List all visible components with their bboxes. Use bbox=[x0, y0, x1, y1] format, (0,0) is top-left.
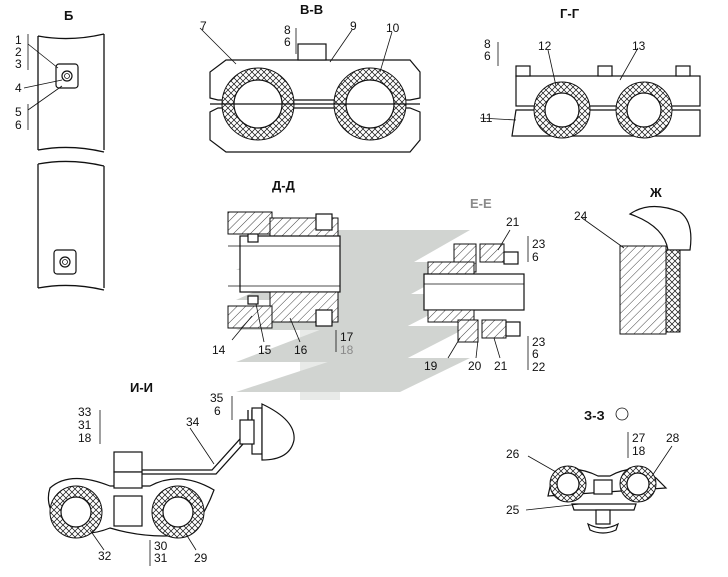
label-ee-19: 19 bbox=[424, 359, 438, 373]
label-b-6: 6 bbox=[15, 118, 22, 132]
label-dd-18: 18 bbox=[340, 343, 354, 357]
view-b: Б 1 2 3 4 5 6 bbox=[15, 8, 105, 291]
label-ee-6-top: 6 bbox=[532, 250, 539, 264]
label-vv-6: 6 bbox=[284, 35, 291, 49]
label-ee-21-top: 21 bbox=[506, 215, 520, 229]
label-ii-33: 33 bbox=[78, 405, 92, 419]
view-zz: З-З 27 18 26 28 25 bbox=[506, 407, 680, 534]
label-gg-6: 6 bbox=[484, 49, 491, 63]
label-ii-18: 18 bbox=[78, 431, 92, 445]
section-label-zz: З-З bbox=[584, 408, 605, 423]
label-b-2: 2 bbox=[15, 45, 22, 59]
label-ee-23-top: 23 bbox=[532, 237, 546, 251]
label-dd-16: 16 bbox=[294, 343, 308, 357]
label-zh-24: 24 bbox=[574, 209, 588, 223]
label-ii-34: 34 bbox=[186, 415, 200, 429]
label-zz-25: 25 bbox=[506, 503, 520, 517]
label-vv-7: 7 bbox=[200, 19, 207, 33]
view-ii: И-И 33 31 18 34 35 6 32 30 31 29 bbox=[47, 380, 295, 566]
view-vv: В-В 7 8 6 9 10 bbox=[199, 2, 421, 153]
label-vv-9: 9 bbox=[350, 19, 357, 33]
label-b-1: 1 bbox=[15, 33, 22, 47]
label-ii-35: 35 bbox=[210, 391, 224, 405]
label-dd-15: 15 bbox=[258, 343, 272, 357]
label-zz-26: 26 bbox=[506, 447, 520, 461]
label-vv-10: 10 bbox=[386, 21, 400, 35]
label-vv-8: 8 bbox=[284, 23, 291, 37]
label-b-4: 4 bbox=[15, 81, 22, 95]
view-dd: Д-Д 14 15 16 17 18 bbox=[212, 178, 354, 357]
label-ee-20: 20 bbox=[468, 359, 482, 373]
label-ii-30: 30 bbox=[154, 539, 168, 553]
label-ii-29: 29 bbox=[194, 551, 208, 565]
section-label-ii: И-И bbox=[130, 380, 153, 395]
label-gg-11: 11 bbox=[480, 111, 493, 125]
label-gg-13: 13 bbox=[632, 39, 646, 53]
label-ii-32: 32 bbox=[98, 549, 112, 563]
label-b-3: 3 bbox=[15, 57, 22, 71]
label-ee-21-bottom: 21 bbox=[494, 359, 508, 373]
label-gg-8: 8 bbox=[484, 37, 491, 51]
label-dd-14: 14 bbox=[212, 343, 226, 357]
label-ii-31-bottom: 31 bbox=[154, 551, 168, 565]
section-label-vv: В-В bbox=[300, 2, 323, 17]
label-ee-22: 22 bbox=[532, 360, 546, 374]
section-label-dd: Д-Д bbox=[272, 178, 296, 193]
label-dd-17: 17 bbox=[340, 330, 354, 344]
view-zh: Ж 24 bbox=[574, 185, 692, 335]
label-ii-6: 6 bbox=[214, 404, 221, 418]
label-ii-31: 31 bbox=[78, 418, 92, 432]
section-label-gg: Г-Г bbox=[560, 6, 580, 21]
label-ee-6-bottom: 6 bbox=[532, 347, 539, 361]
view-ee: Е-Е 21 23 6 19 20 21 23 6 22 bbox=[423, 196, 546, 374]
label-ee-23-bottom: 23 bbox=[532, 335, 546, 349]
label-gg-12: 12 bbox=[538, 39, 552, 53]
label-zz-27: 27 bbox=[632, 431, 646, 445]
section-label-ee: Е-Е bbox=[470, 196, 492, 211]
label-b-5: 5 bbox=[15, 105, 22, 119]
section-label-zh: Ж bbox=[649, 185, 662, 200]
label-zz-18: 18 bbox=[632, 444, 646, 458]
label-zz-28: 28 bbox=[666, 431, 680, 445]
section-label-b: Б bbox=[64, 8, 73, 23]
view-gg: Г-Г 8 6 12 13 11 bbox=[479, 6, 701, 139]
